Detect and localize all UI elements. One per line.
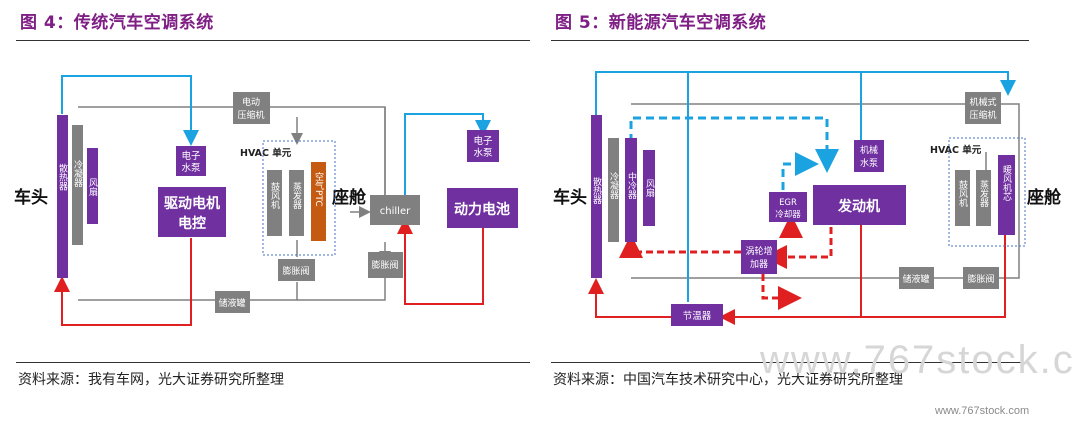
battery-label: 动力电池 bbox=[454, 201, 510, 218]
condenser-label-nev: 冷凝器 bbox=[608, 171, 619, 199]
chiller-label: chiller bbox=[380, 206, 411, 217]
egr-cooler-label-2: 冷却器 bbox=[775, 209, 801, 220]
fan-label: 风扇 bbox=[87, 178, 98, 197]
title-rule-right bbox=[551, 40, 1029, 41]
compressor-box bbox=[233, 92, 270, 124]
egr-cooler-box bbox=[769, 192, 807, 222]
car-head-label-nev: 车头 bbox=[553, 187, 587, 208]
mech-compressor-box bbox=[965, 92, 1001, 124]
e-pump-box bbox=[176, 146, 206, 176]
receiver-box-nev bbox=[899, 267, 934, 289]
car-head-label: 车头 bbox=[14, 187, 48, 208]
fan-label-nev: 风扇 bbox=[644, 179, 655, 198]
mech-pump-label-2: 水泵 bbox=[860, 157, 878, 169]
evaporator-label-nev: 蒸发器 bbox=[978, 179, 989, 207]
engine-label: 发动机 bbox=[837, 198, 880, 215]
intercooler-label-nev: 中冷器 bbox=[626, 171, 637, 199]
radiator-label-nev: 散热器 bbox=[591, 176, 602, 204]
blower-box bbox=[267, 170, 282, 236]
condenser-box-nev bbox=[608, 138, 619, 242]
e-pump-label-1: 电子 bbox=[181, 150, 201, 162]
thermostat-label: 节温器 bbox=[683, 311, 712, 322]
source-note-right: 资料来源：中国汽车技术研究中心，光大证券研究所整理 bbox=[553, 372, 903, 388]
condenser-label: 冷凝器 bbox=[72, 159, 83, 187]
expansion-valve-2-label: 膨胀阀 bbox=[371, 259, 398, 271]
left-figure: 图 4：传统汽车空调系统 bbox=[0, 0, 535, 426]
watermark-large: www.767stock.c bbox=[760, 338, 1075, 382]
receiver-box bbox=[215, 291, 250, 313]
heater-core-label: 暖风机芯 bbox=[1001, 164, 1012, 201]
turbo-box bbox=[741, 240, 777, 274]
ptc-box bbox=[311, 162, 326, 241]
right-figure: 图 5：新能源汽车空调系统 bbox=[551, 0, 1086, 426]
condenser-box bbox=[72, 125, 83, 245]
evaporator-box-nev bbox=[976, 170, 991, 226]
fan-box-nev bbox=[643, 150, 655, 226]
turbo-label-1: 涡轮增 bbox=[745, 245, 772, 257]
thermostat-box bbox=[671, 304, 723, 326]
blower-label-nev: 鼓风机 bbox=[957, 179, 968, 208]
radiator-label: 散热器 bbox=[57, 162, 68, 190]
traditional-ac-diagram: 车头 座舱 HVAC 单元 散热器 冷凝器 风扇 电子 水泵 驱动电机 电控 电… bbox=[14, 75, 518, 326]
fan-box bbox=[87, 148, 98, 224]
intercooler-box-nev bbox=[625, 138, 637, 242]
hvac-unit-label: HVAC 单元 bbox=[240, 147, 292, 159]
hvac-unit-label-nev: HVAC 单元 bbox=[930, 144, 982, 156]
battery-box bbox=[447, 188, 518, 228]
figure-5-title: 图 5：新能源汽车空调系统 bbox=[555, 13, 767, 33]
figure-4-title: 图 4：传统汽车空调系统 bbox=[20, 13, 214, 33]
title-rule bbox=[16, 40, 530, 41]
blower-box-nev bbox=[955, 170, 970, 226]
mech-pump-label-1: 机械 bbox=[860, 144, 878, 156]
source-rule bbox=[16, 362, 530, 363]
battery-pump-label-2: 水泵 bbox=[473, 147, 493, 159]
coolant-blue-lines bbox=[61, 75, 491, 215]
ptc-label: 空气PTC bbox=[313, 171, 324, 207]
egr-cooler-label-1: EGR bbox=[779, 198, 797, 208]
hvac-unit-box-nev bbox=[948, 137, 1026, 247]
evaporator-box bbox=[289, 170, 304, 236]
coolant-red-dashed-nev bbox=[619, 214, 833, 310]
motor-ctrl-box bbox=[158, 187, 226, 237]
turbo-label-2: 加器 bbox=[750, 259, 768, 270]
radiator-box-nev bbox=[591, 115, 602, 278]
receiver-label: 储液罐 bbox=[218, 297, 245, 309]
blower-label: 鼓风机 bbox=[269, 181, 280, 210]
mech-compressor-label-1: 机械式 bbox=[969, 96, 996, 108]
source-note-left: 资料来源：我有车网，光大证券研究所整理 bbox=[18, 372, 284, 388]
evaporator-label: 蒸发器 bbox=[291, 181, 302, 209]
battery-pump-label-1: 电子 bbox=[473, 135, 493, 147]
expansion-valve-1-label: 膨胀阀 bbox=[282, 265, 309, 277]
coolant-blue-dashed-nev bbox=[629, 116, 839, 190]
engine-box bbox=[813, 185, 906, 225]
expansion-valve-box-nev bbox=[963, 267, 999, 289]
nev-ac-diagram: 车头 座舱 HVAC 单元 散热器 冷凝器 中冷器 风扇 EGR 冷却器 发动机… bbox=[553, 71, 1062, 326]
compressor-label-1: 电动 bbox=[242, 96, 260, 108]
compressor-label-2: 压缩机 bbox=[237, 109, 264, 121]
source-rule-right bbox=[551, 362, 1029, 363]
receiver-label-nev: 储液罐 bbox=[902, 273, 929, 285]
battery-pump-box bbox=[467, 130, 499, 162]
chiller-box bbox=[370, 195, 420, 225]
hvac-unit-box bbox=[262, 140, 336, 256]
coolant-red-lines bbox=[54, 218, 484, 326]
e-pump-label-2: 水泵 bbox=[181, 162, 201, 174]
expansion-valve-1-box bbox=[278, 259, 315, 281]
coolant-red-lines-nev bbox=[588, 214, 1006, 325]
cabin-label-nev: 座舱 bbox=[1027, 187, 1062, 208]
motor-ctrl-label-1: 驱动电机 bbox=[164, 195, 220, 212]
heater-core-box bbox=[998, 155, 1015, 235]
mech-compressor-label-2: 压缩机 bbox=[969, 109, 996, 121]
coolant-blue-lines-nev bbox=[595, 71, 1016, 302]
motor-ctrl-label-2: 电控 bbox=[178, 215, 206, 232]
watermark-url: www.767stock.com bbox=[935, 405, 1030, 417]
radiator-box bbox=[57, 115, 68, 278]
cabin-label: 座舱 bbox=[332, 187, 367, 208]
mech-pump-box bbox=[854, 140, 884, 172]
expansion-valve-label-nev: 膨胀阀 bbox=[967, 273, 994, 285]
expansion-valve-2-box bbox=[368, 252, 403, 278]
